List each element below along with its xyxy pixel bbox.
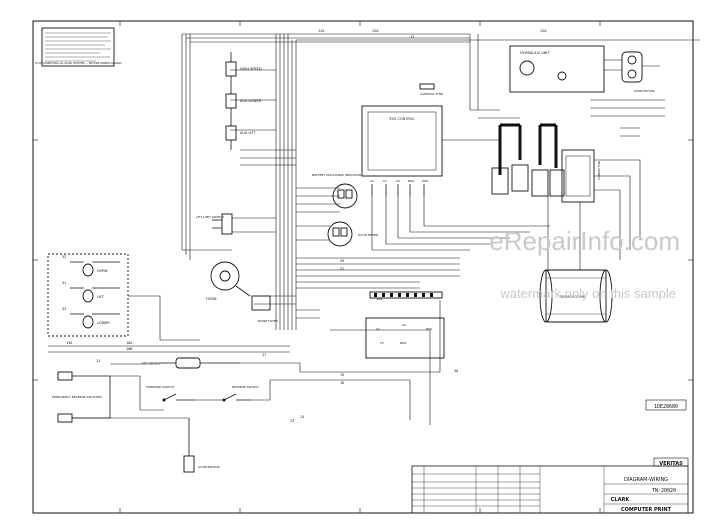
relay-block: A1 A2 POS T2 NEG [365, 317, 445, 359]
wire-label: 32 [62, 255, 66, 259]
label-contactor: CONTACTOR [597, 161, 601, 180]
solenoid-aux-lower: AUX LOWER [225, 84, 262, 116]
label-emergency-reverse: EMERGENCY REVERSE SWITCHES [52, 395, 102, 399]
label-aux-lift: AUX LIFT [240, 131, 256, 135]
label-hydraulic-unit: HYDRAULIC UNIT [520, 51, 550, 55]
evs-control: EVS CONTROL A1 T2 A2 NEG POS [361, 105, 443, 196]
label-pump-motor: PUMP MOTOR [634, 89, 655, 93]
drive-motor: DRIVE MOTOR [539, 269, 613, 323]
title-footer: COMPUTER PRINT [621, 507, 672, 513]
label-noise-filter: NOISE FILTER [258, 319, 278, 323]
evs-terminal: T2 [382, 179, 387, 183]
relay-terminal: NEG [400, 341, 407, 345]
pump-motor: PUMP MOTOR [621, 51, 655, 93]
evs-terminals: A1 T2 A2 NEG POS [370, 179, 428, 183]
contactor-units [491, 164, 565, 197]
noise-filter: NOISE FILTER [251, 295, 278, 323]
lower-left-wiring [48, 295, 441, 425]
watermark-site: eRepairInfo.com [489, 226, 680, 256]
lift-limit-switch: LIFT LIMIT SWITCH [196, 213, 233, 235]
evs-terminal: A1 [370, 179, 374, 183]
title-brand: VERITAS [659, 461, 683, 467]
title-company: CLARK [611, 497, 631, 503]
wire-label: 23 [290, 419, 294, 423]
hour-meter: HOUR METER [327, 221, 378, 247]
wire-label: 12A [372, 29, 379, 33]
relay-terminal: A2 [402, 323, 406, 327]
label-battery-discharge: BATTERY DISCHARGE INDICATOR [312, 173, 361, 177]
wire-label: 12A [540, 29, 547, 33]
label-control-fuse: CONTROL FUSE [420, 92, 443, 96]
wire-label: 12A [318, 29, 325, 33]
wire-label: 33 [62, 307, 66, 311]
watermark: eRepairInfo.com watermark only on this s… [489, 226, 680, 301]
evs-terminal: NEG [408, 179, 415, 183]
wire-label: 31 [62, 281, 66, 285]
wire-label: 25 [340, 259, 344, 263]
wire-label: 13A [66, 341, 73, 345]
title-diagram: DIAGRAM-WIRING [624, 477, 668, 483]
label-hour-meter: HOUR METER [358, 233, 378, 237]
label-evs-control: EVS CONTROL [389, 117, 414, 121]
notes-text: TO ALL CONNECTORS, ALL LOADS, SWITCHES, … [35, 62, 122, 65]
notes-block: TO ALL CONNECTORS, ALL LOADS, SWITCHES, … [35, 27, 122, 67]
forward-switch: FORWARD SWITCH [146, 385, 194, 402]
border-ticks [33, 21, 693, 513]
label-aux-lower: AUX LOWER [240, 99, 262, 103]
watermark-sample: watermark only on this sample [499, 286, 676, 301]
horn: HORN [206, 261, 251, 301]
evs-terminal: POS [422, 179, 428, 183]
left-solenoid-group: HORN LIFT LOWER [47, 253, 129, 337]
reverse-switch: REVERSE SWITCH [222, 385, 259, 402]
wire-label: 10B [126, 347, 132, 351]
label-accelerator: ACCELERATOR [198, 465, 220, 469]
wire-label: 24 [300, 415, 304, 419]
solenoid-high-speed: HIGH SPEED [225, 52, 262, 84]
label-forward-switch: FORWARD SWITCH [146, 385, 174, 389]
wire-label: 17 [262, 353, 266, 357]
wire-label: 11 [96, 359, 100, 363]
label-drive-motor: DRIVE MOTOR [560, 295, 586, 299]
connector-strip [369, 291, 443, 299]
sheet-border [32, 20, 694, 514]
relay-terminal: POS [426, 327, 432, 331]
label-horn-solenoid: HORN [97, 269, 108, 273]
title-number: TN-20020 [652, 488, 676, 494]
sheet-code-text: 1DE28680 [654, 404, 678, 410]
power-cables [498, 123, 558, 175]
wire-label: 13 [410, 35, 414, 39]
hydraulic-unit: HYDRAULIC UNIT [509, 45, 605, 93]
label-key-switch: KEY SWITCH [142, 361, 160, 365]
sheet-code: 1DE28680 [645, 399, 687, 411]
wire-label: 16 [340, 381, 344, 385]
right-wiring [547, 59, 665, 270]
battery-discharge-indicator: BATTERY DISCHARGE INDICATOR [312, 173, 361, 209]
key-switch: KEY SWITCH [142, 357, 240, 369]
wire-label: 12A [376, 297, 383, 301]
wire-label: 30 [454, 369, 458, 373]
title-block: VERITAS DIAGRAM-WIRING TN-20020 CLARK CO… [411, 457, 689, 514]
label-reverse-switch: REVERSE SWITCH [232, 385, 259, 389]
relay-terminal: T2 [379, 341, 384, 345]
relay-terminal: A1 [376, 327, 380, 331]
wire-label: 15 [340, 373, 344, 377]
label-lift-limit-switch: LIFT LIMIT SWITCH [196, 215, 224, 219]
control-fuse: CONTROL FUSE [419, 83, 443, 96]
label-lower: LOWER [97, 321, 110, 325]
label-horn: HORN [206, 297, 217, 301]
evs-terminal: A2 [396, 179, 400, 183]
accelerator: ACCELERATOR [183, 418, 220, 473]
solenoid-aux-lift: AUX LIFT [225, 116, 256, 150]
label-high-speed: HIGH SPEED [240, 67, 262, 71]
wire-label: 10A [126, 341, 133, 345]
wire-label: 22 [340, 267, 344, 271]
label-lift: LIFT [97, 295, 105, 299]
emergency-reverse-switches: EMERGENCY REVERSE SWITCHES [52, 371, 111, 423]
wire-labels: 12A 12A 12A 13 32 31 33 13A 10A 10B 11 2… [62, 29, 547, 423]
